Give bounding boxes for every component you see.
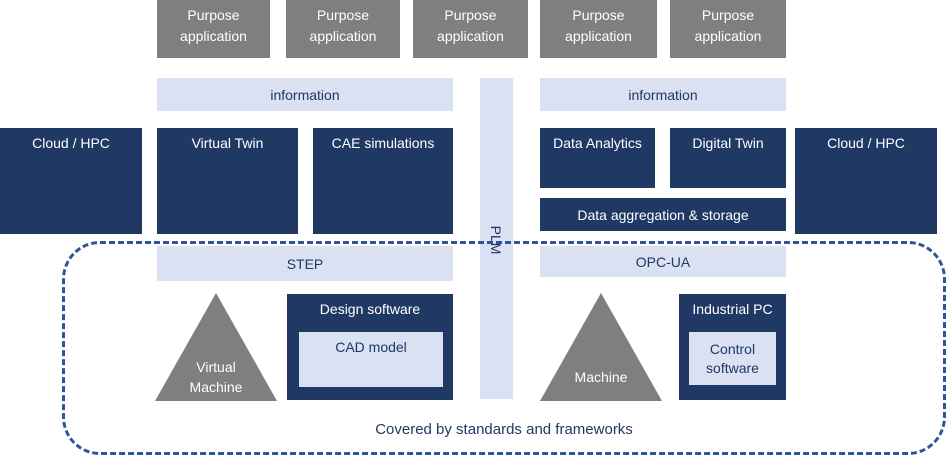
right-cloud-hpc: Cloud / HPC (795, 128, 937, 234)
digital-twin-box: Digital Twin (670, 128, 786, 188)
step-bar: STEP (157, 246, 453, 281)
step-label: STEP (286, 255, 324, 272)
data-aggregation-label: Data aggregation & storage (577, 206, 749, 223)
cae-simulations-box: CAE simulations (313, 128, 453, 234)
purpose-application-label: Purpose application (309, 7, 377, 44)
control-software-box: Control software (689, 332, 776, 385)
left-information-label: information (270, 86, 340, 103)
purpose-application-5: Purpose application (670, 0, 786, 58)
plm-bar (480, 78, 513, 399)
right-cloud-hpc-label: Cloud / HPC (827, 135, 905, 151)
left-cloud-hpc-label: Cloud / HPC (32, 135, 110, 151)
purpose-application-1: Purpose application (157, 0, 270, 58)
virtual-twin-box: Virtual Twin (157, 128, 298, 234)
machine-label: Machine (574, 369, 628, 385)
data-aggregation-box: Data aggregation & storage (540, 198, 786, 231)
purpose-application-label: Purpose application (437, 7, 504, 44)
purpose-application-2: Purpose application (286, 0, 400, 58)
virtual-twin-label: Virtual Twin (191, 135, 264, 151)
purpose-application-4: Purpose application (540, 0, 657, 58)
cad-model-box: CAD model (299, 332, 443, 387)
standards-caption: Covered by standards and frameworks (375, 421, 633, 438)
right-information-label: information (628, 86, 698, 103)
left-cloud-hpc: Cloud / HPC (0, 128, 142, 234)
cae-simulations-label: CAE simulations (331, 135, 435, 151)
data-analytics-label: Data Analytics (553, 135, 642, 151)
data-analytics-box: Data Analytics (540, 128, 655, 188)
design-software-label: Design software (319, 301, 421, 317)
virtual-machine-triangle (155, 293, 277, 401)
purpose-application-3: Purpose application (413, 0, 528, 58)
purpose-application-label: Purpose application (565, 7, 632, 44)
control-software-label: Control software (706, 340, 759, 376)
opc-ua-label: OPC-UA (635, 253, 691, 270)
machine-triangle (540, 293, 662, 401)
purpose-application-label: Purpose application (180, 7, 247, 44)
left-information-bar: information (157, 78, 453, 111)
cad-model-label: CAD model (335, 339, 407, 355)
digital-twin-label: Digital Twin (692, 135, 764, 151)
standards-boundary (62, 241, 946, 455)
industrial-pc-label: Industrial PC (692, 301, 773, 317)
virtual-machine-label: Virtual Machine (189, 359, 243, 395)
right-information-bar: information (540, 78, 786, 111)
purpose-application-label: Purpose application (694, 7, 762, 44)
opc-ua-bar: OPC-UA (540, 246, 786, 277)
